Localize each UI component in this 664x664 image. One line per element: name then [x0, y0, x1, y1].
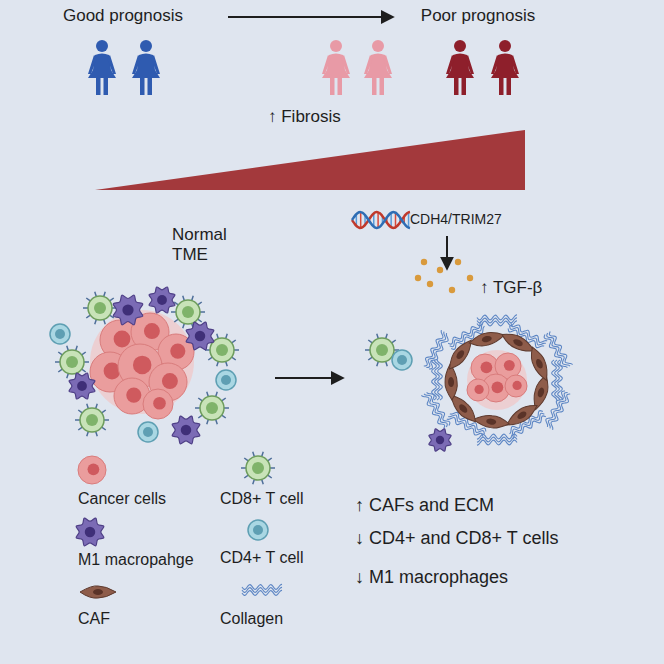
- cd4-t-cell: [392, 350, 412, 370]
- cd8-t-cell: [83, 292, 117, 324]
- cd4-t-cell: [248, 520, 268, 540]
- caf-cell: [444, 364, 458, 401]
- cd8-t-cell: [241, 452, 275, 484]
- legend-text: Cancer cells: [78, 490, 166, 508]
- fibrosis-wedge: [95, 130, 525, 190]
- figure: [50, 17, 573, 598]
- collagen-fiber: [543, 390, 573, 430]
- tgf-dot: [449, 287, 455, 293]
- arrow: [228, 16, 392, 18]
- m1-macrophage: [69, 373, 95, 399]
- collagen-fiber: [242, 584, 282, 595]
- tgf-dot: [455, 259, 461, 265]
- legend-text: CAF: [78, 610, 110, 628]
- collagen-fiber: [421, 390, 451, 430]
- collagen-fiber: [431, 360, 442, 400]
- cancer-cell: [143, 389, 173, 419]
- label-text: ↓ CD4+ and CD8+ T cells: [355, 528, 558, 549]
- label-text: Poor prognosis: [421, 6, 535, 26]
- arrow: [275, 377, 342, 379]
- label-text: CDH4/TRIM27: [410, 211, 502, 227]
- cd8-t-cell: [55, 346, 89, 378]
- cd8-t-cell: [75, 404, 109, 436]
- woman-icon: [491, 40, 519, 95]
- m1-macrophage: [113, 295, 143, 325]
- tgf-dot: [437, 267, 443, 273]
- legend-text: CD4+ T cell: [220, 549, 303, 567]
- caf-cell: [80, 586, 116, 598]
- arrow: [446, 236, 448, 268]
- cd4-t-cell: [138, 422, 158, 442]
- collagen-fiber: [421, 330, 451, 370]
- label-text: Normal TME: [172, 225, 242, 264]
- m1-macrophage: [76, 518, 104, 546]
- woman-icon: [322, 40, 350, 95]
- label-text: ↓ M1 macrophages: [355, 567, 508, 588]
- cd8-t-cell: [195, 392, 229, 424]
- woman-icon: [446, 40, 474, 95]
- legend-text: M1 macropahge: [78, 551, 194, 569]
- m1-macrophage: [149, 287, 175, 313]
- caf-cell: [468, 329, 506, 349]
- m1-macrophage: [172, 416, 200, 444]
- tgf-dot: [467, 275, 473, 281]
- tgf-dot: [427, 281, 433, 287]
- tgf-dot: [421, 259, 427, 265]
- caf-cell: [473, 413, 510, 430]
- m1-macrophage: [429, 429, 451, 451]
- tumor-halo: [90, 310, 194, 414]
- m1-macrophage: [186, 322, 214, 350]
- label-text: Good prognosis: [63, 6, 183, 26]
- tgf-dot: [415, 275, 421, 281]
- cd4-t-cell: [50, 324, 70, 344]
- legend-text: CD8+ T cell: [220, 490, 303, 508]
- woman-icon: [364, 40, 392, 95]
- cancer-cell: [78, 456, 106, 484]
- dna-icon: [352, 212, 410, 228]
- legend-text: Collagen: [220, 610, 283, 628]
- cd4-t-cell: [216, 370, 236, 390]
- label-text: ↑ TGF-β: [480, 278, 542, 298]
- label-text: ↑ CAFs and ECM: [355, 495, 494, 516]
- woman-icon: [132, 40, 160, 95]
- caf-cell: [527, 345, 552, 383]
- cd8-t-cell: [171, 296, 205, 328]
- tumor-halo: [467, 350, 527, 410]
- collagen-fiber: [543, 330, 573, 370]
- woman-icon: [88, 40, 116, 95]
- label-text: ↑ Fibrosis: [268, 107, 341, 127]
- cancer-cell: [467, 379, 489, 401]
- cancer-cell: [505, 375, 527, 397]
